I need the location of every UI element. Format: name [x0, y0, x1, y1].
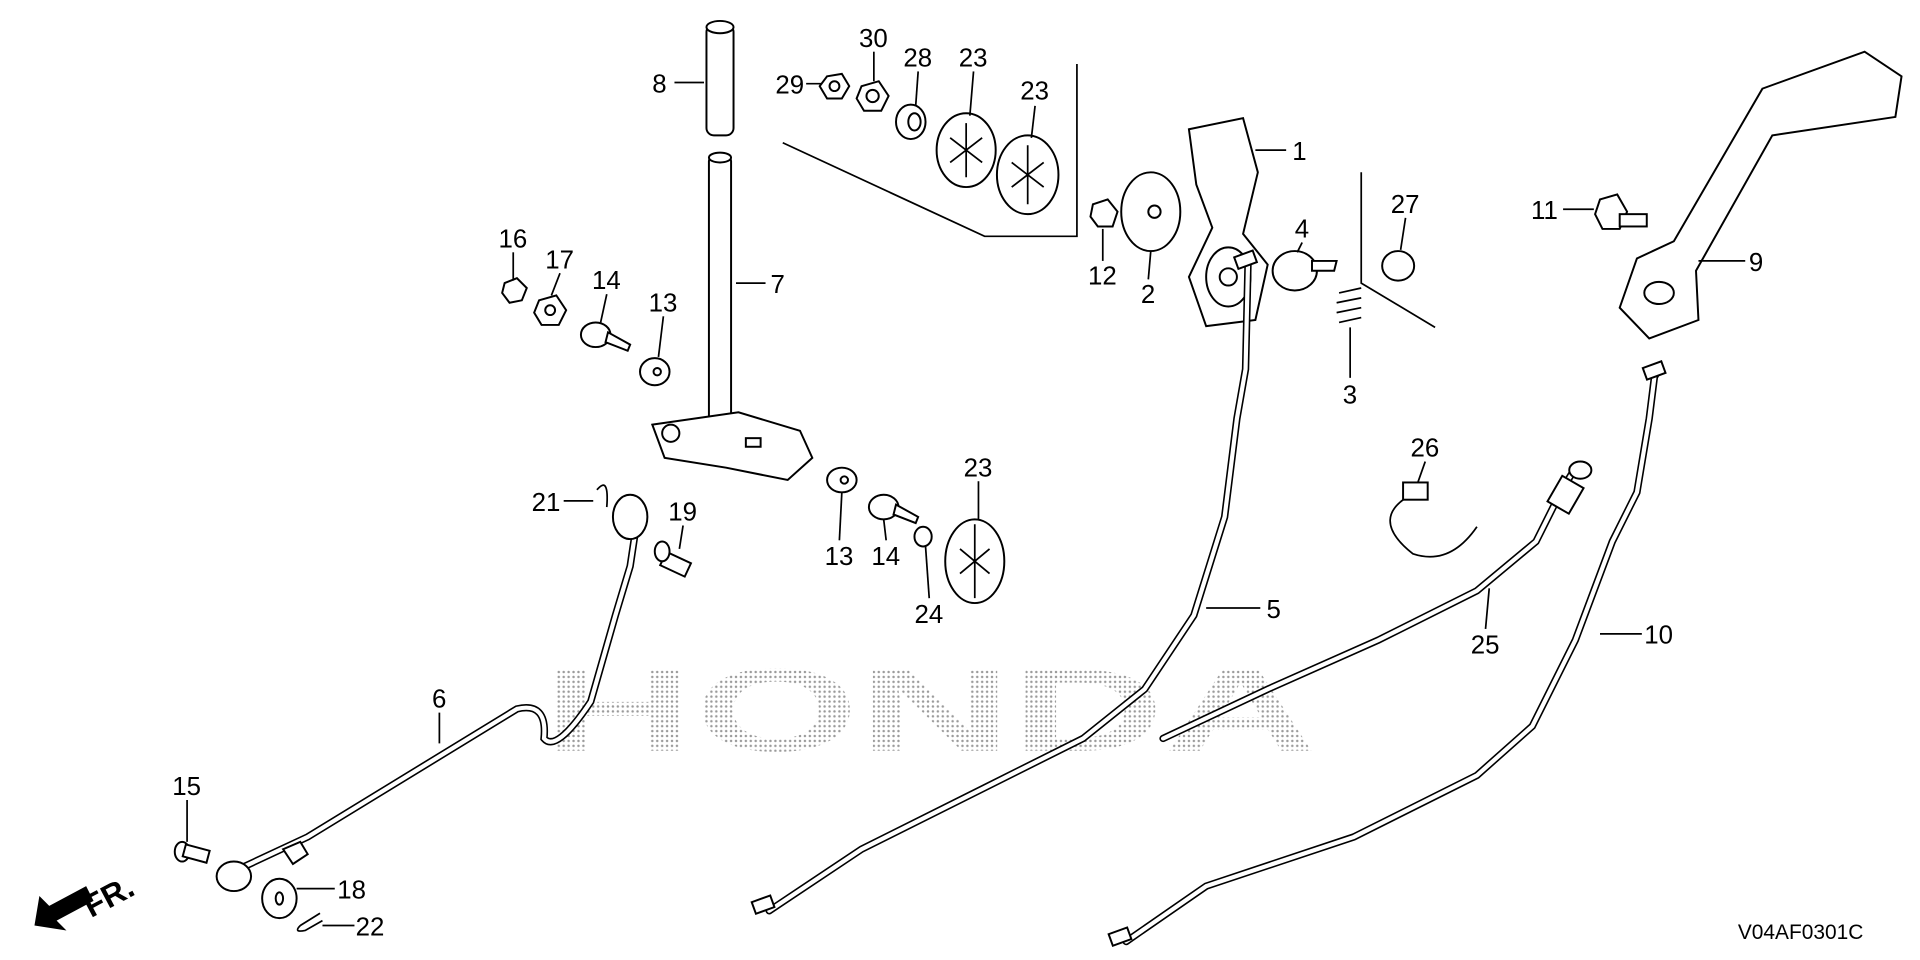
- part-15-pin[interactable]: [173, 840, 211, 864]
- callout-22[interactable]: 22: [356, 913, 385, 941]
- part-13-washer[interactable]: [826, 466, 858, 494]
- callout-28[interactable]: 28: [903, 44, 932, 72]
- part-14-washer[interactable]: [867, 493, 920, 525]
- callout-1[interactable]: 1: [1292, 138, 1306, 166]
- part-21-pin[interactable]: [596, 484, 609, 508]
- group-frame-line: [782, 64, 1078, 238]
- part-30-nut[interactable]: [855, 80, 890, 112]
- part-25-cable[interactable]: [1159, 460, 1593, 743]
- part-29-nut[interactable]: [818, 72, 851, 100]
- front-direction-label: FR.: [77, 868, 139, 924]
- part-5-cable[interactable]: [750, 249, 1259, 916]
- part-23-clip[interactable]: [995, 134, 1060, 216]
- callout-13[interactable]: 13: [649, 289, 678, 317]
- part-7-shift-lever[interactable]: [650, 151, 814, 482]
- callout-15[interactable]: 15: [172, 773, 201, 801]
- part-17-nut[interactable]: [533, 294, 568, 326]
- callout-27[interactable]: 27: [1391, 191, 1420, 219]
- callout-14[interactable]: 14: [592, 267, 621, 295]
- part-2-plate[interactable]: [1120, 171, 1182, 253]
- part-23-clip[interactable]: [944, 518, 1006, 605]
- honda-watermark: HONDA: [542, 645, 1317, 777]
- callout-30[interactable]: 30: [859, 25, 888, 53]
- part-12-nut[interactable]: [1089, 198, 1119, 228]
- part-24-collar[interactable]: [913, 525, 933, 548]
- callout-18[interactable]: 18: [337, 876, 366, 904]
- front-direction-arrow: FR.: [34, 868, 140, 931]
- callout-7[interactable]: 7: [770, 271, 784, 299]
- callout-3[interactable]: 3: [1343, 382, 1357, 410]
- part-3-spring[interactable]: [1336, 287, 1362, 324]
- callout-6[interactable]: 6: [432, 686, 446, 714]
- callout-5[interactable]: 5: [1266, 596, 1280, 624]
- callout-13[interactable]: 13: [825, 543, 854, 571]
- callout-29[interactable]: 29: [775, 72, 804, 100]
- part-10-cable[interactable]: [1107, 360, 1667, 948]
- callout-19[interactable]: 19: [668, 499, 697, 527]
- callout-10[interactable]: 10: [1644, 622, 1673, 650]
- callout-23[interactable]: 23: [959, 44, 988, 72]
- callout-23[interactable]: 23: [1020, 78, 1049, 106]
- part-6-cable[interactable]: [215, 493, 649, 893]
- callout-14[interactable]: 14: [871, 543, 900, 571]
- callout-25[interactable]: 25: [1471, 632, 1500, 660]
- leader-lines: [186, 51, 1746, 927]
- callout-12[interactable]: 12: [1088, 262, 1117, 290]
- callout-24[interactable]: 24: [914, 601, 943, 629]
- part-19-pin[interactable]: [653, 540, 693, 578]
- callout-23[interactable]: 23: [964, 454, 993, 482]
- callout-21[interactable]: 21: [532, 489, 561, 517]
- callout-16[interactable]: 16: [498, 225, 527, 253]
- part-8-grip[interactable]: [705, 19, 735, 137]
- part-23-clip[interactable]: [935, 112, 997, 189]
- callout-17[interactable]: 17: [545, 246, 574, 274]
- part-14-washer[interactable]: [579, 321, 632, 353]
- diagram-code: V04AF0301C: [1738, 921, 1864, 944]
- callout-9[interactable]: 9: [1749, 249, 1763, 277]
- part-11-bolt[interactable]: [1594, 193, 1648, 230]
- group-frame-line: [1360, 172, 1436, 329]
- part-9-pedal[interactable]: [1618, 50, 1903, 340]
- part-22-pin[interactable]: [296, 912, 323, 932]
- part-28-collar[interactable]: [895, 103, 927, 141]
- part-26-band[interactable]: [1389, 481, 1478, 558]
- part-4-washer[interactable]: [1271, 250, 1338, 292]
- callout-8[interactable]: 8: [652, 70, 666, 98]
- part-13-washer[interactable]: [639, 357, 671, 387]
- part-16-nut[interactable]: [501, 276, 528, 304]
- callout-26[interactable]: 26: [1410, 435, 1439, 463]
- part-27-collar[interactable]: [1381, 250, 1416, 282]
- callout-11[interactable]: 11: [1531, 197, 1558, 225]
- callout-4[interactable]: 4: [1295, 216, 1309, 244]
- part-18-washer[interactable]: [261, 877, 298, 920]
- callout-2[interactable]: 2: [1141, 281, 1155, 309]
